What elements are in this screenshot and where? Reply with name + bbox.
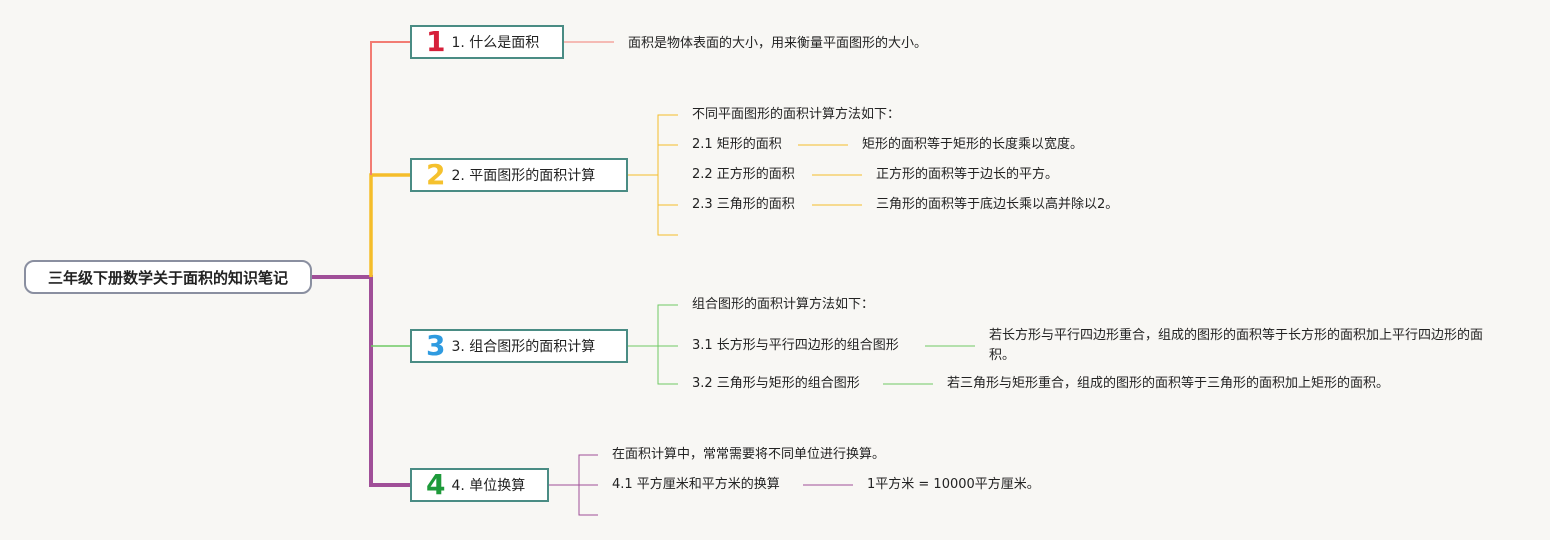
topic-3-item-1-desc: 若长方形与平行四边形重合，组成的图形的面积等于长方形的面积加上平行四边形的面积。 <box>989 328 1484 363</box>
topic-1-desc: 面积是物体表面的大小，用来衡量平面图形的大小。 <box>628 36 928 51</box>
topic-2-bracket <box>628 114 678 236</box>
topic-2-item-3-label: 2.3 三角形的面积 <box>692 197 795 212</box>
branch-2-line <box>369 173 410 277</box>
branch-1-line <box>370 41 410 175</box>
topic-2-item-1-label: 2.1 矩形的面积 <box>692 137 782 152</box>
topic-3-intro: 组合图形的面积计算方法如下： <box>692 297 875 312</box>
root-label: 三年级下册数学关于面积的知识笔记 <box>47 268 288 287</box>
number-1-icon: 1 <box>426 25 446 58</box>
topic-2-item-1-desc: 矩形的面积等于矩形的长度乘以宽度。 <box>862 137 1084 152</box>
topic-4-label: 4. 单位换算 <box>451 478 526 494</box>
topic-3-item-2-desc: 若三角形与矩形重合，组成的图形的面积等于三角形的面积加上矩形的面积。 <box>947 376 1390 391</box>
topic-4-bracket <box>549 454 598 516</box>
number-3-icon: 3 <box>426 329 446 362</box>
topic-2-label: 2. 平面图形的面积计算 <box>451 168 596 184</box>
topic-4-item-1-desc: 1平方米 = 10000平方厘米。 <box>867 477 1040 492</box>
branch-4-line <box>312 275 410 487</box>
topic-2-node[interactable]: 2 2. 平面图形的面积计算 <box>410 158 628 192</box>
topic-1-node[interactable]: 1 1. 什么是面积 <box>410 25 564 59</box>
topic-3-item-1-label: 3.1 长方形与平行四边形的组合图形 <box>692 338 899 353</box>
number-2-icon: 2 <box>426 158 446 191</box>
topic-2-item-lines <box>798 144 862 206</box>
number-4-icon: 4 <box>426 468 446 501</box>
topic-3-label: 3. 组合图形的面积计算 <box>451 339 596 355</box>
topic-4-node[interactable]: 4 4. 单位换算 <box>410 468 549 502</box>
topic-4-item-1-label: 4.1 平方厘米和平方米的换算 <box>612 477 780 492</box>
topic-3-bracket <box>628 304 678 385</box>
topic-1-label: 1. 什么是面积 <box>451 35 540 51</box>
topic-3-item-lines <box>883 345 975 385</box>
topic-2-item-2-label: 2.2 正方形的面积 <box>692 167 795 182</box>
topic-2-item-3-desc: 三角形的面积等于底边长乘以高并除以2。 <box>876 197 1119 212</box>
topic-4-intro: 在面积计算中，常常需要将不同单位进行换算。 <box>612 447 886 462</box>
topic-3-item-2-label: 3.2 三角形与矩形的组合图形 <box>692 376 860 391</box>
topic-3-node[interactable]: 3 3. 组合图形的面积计算 <box>410 329 628 363</box>
topic-2-item-2-desc: 正方形的面积等于边长的平方。 <box>876 167 1059 182</box>
root-node[interactable]: 三年级下册数学关于面积的知识笔记 <box>24 260 312 294</box>
topic-2-intro: 不同平面图形的面积计算方法如下： <box>692 107 901 122</box>
